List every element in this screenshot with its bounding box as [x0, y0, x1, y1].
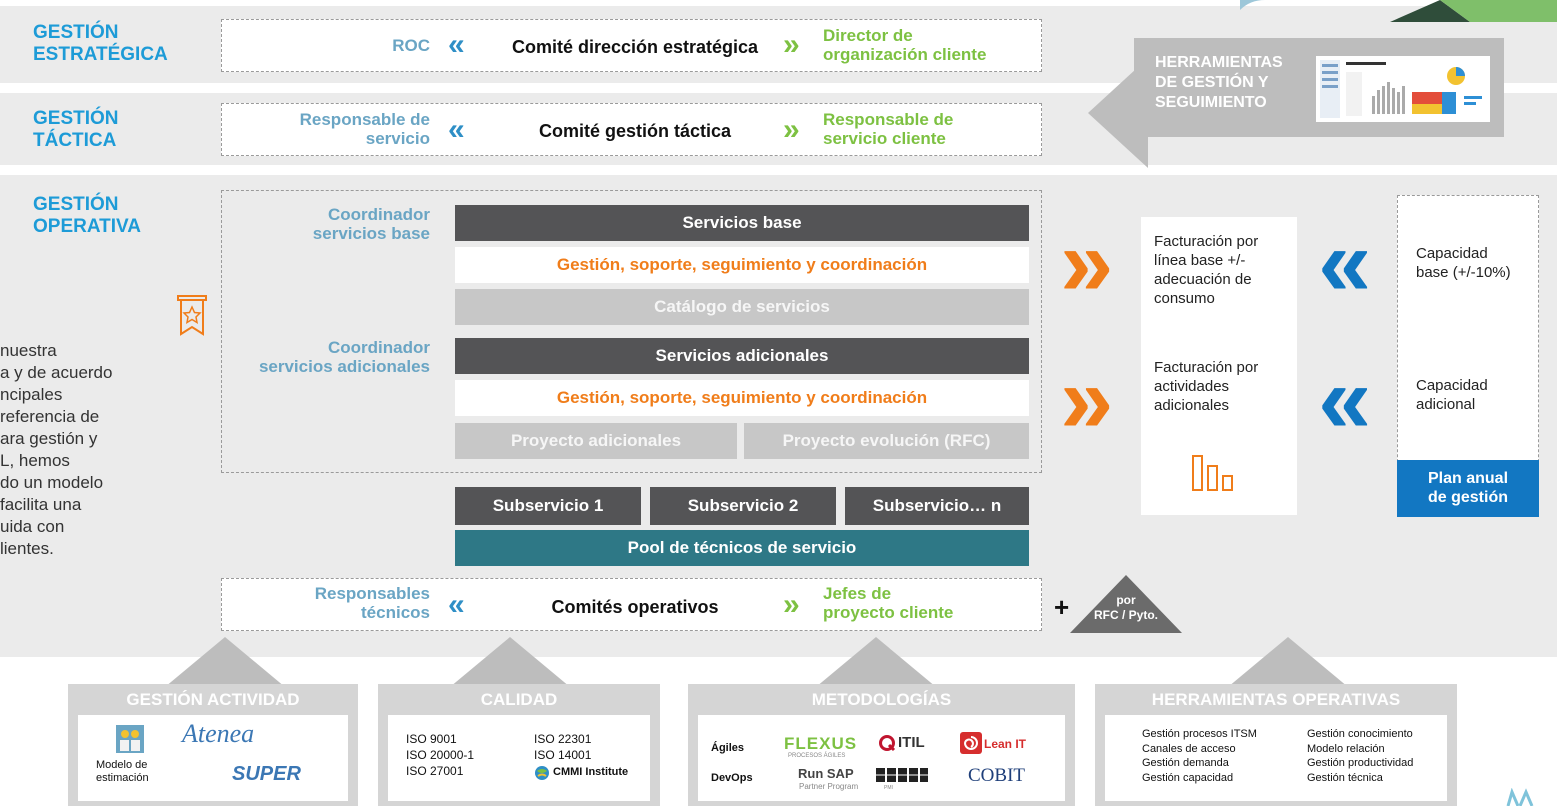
- left-arrow-icon: [1088, 58, 1148, 168]
- devops-label: DevOps: [711, 772, 753, 784]
- plus-sign: +: [1054, 592, 1070, 622]
- subservicio-2-bar: Subservicio 2: [650, 487, 836, 525]
- bar-chart-icon: [1192, 455, 1233, 491]
- metodologias-title: METODOLOGÍAS: [811, 690, 952, 709]
- tactical-committee-box: [221, 103, 1042, 156]
- agiles-label: Ágiles: [711, 742, 745, 754]
- strategic-committee-box: [221, 19, 1042, 72]
- facturacion-adicional-text: Facturación por actividades adicionales: [1154, 359, 1259, 414]
- runsap-logo: Run SAP: [798, 766, 854, 781]
- chevron-right-icon: »: [783, 113, 800, 146]
- pmi-label: PMI: [884, 785, 893, 791]
- servicios-adicionales-bar: Servicios adicionales: [455, 338, 1029, 374]
- herramientas-col2: Gestión conocimiento Modelo relación Ges…: [1307, 728, 1414, 784]
- pool-tecnicos-bar: Pool de técnicos de servicio: [455, 530, 1029, 566]
- leanit-logo: Lean IT: [984, 737, 1027, 751]
- metodologias-inner: Ágiles DevOps FLEXUS PROCESOS ÁGILES Run…: [698, 715, 1065, 801]
- up-arrow-icon: [165, 637, 285, 687]
- herramientas-gestion-label: HERRAMIENTAS DE GESTIÓN Y SEGUIMIENTO: [1155, 54, 1283, 111]
- gestion-base-bar: Gestión, soporte, seguimiento y coordina…: [455, 247, 1029, 283]
- dashboard-thumbnail-icon: [1316, 56, 1490, 122]
- herramientas-operativas-inner: Gestión procesos ITSM Canales de acceso …: [1105, 715, 1447, 801]
- pmi-logo-icon: [874, 765, 930, 787]
- subservicio-1-bar: Subservicio 1: [455, 487, 641, 525]
- proyecto-adicionales-bar: Proyecto adicionales: [455, 423, 737, 459]
- cmmi-logo: CMMI Institute: [553, 766, 629, 778]
- gestion-actividad-inner: Modelo de estimación Atenea SUPER: [78, 715, 348, 801]
- catalogo-servicios-bar: Catálogo de servicios: [455, 289, 1029, 325]
- runsap-sublabel: Partner Program: [799, 782, 859, 791]
- flexus-logo: FLEXUS: [784, 734, 858, 753]
- facturacion-base-text: Facturación por línea base +/- adecuació…: [1154, 233, 1259, 307]
- chevron-left-icon: «: [1318, 346, 1372, 453]
- atenea-logo: Atenea: [182, 719, 255, 748]
- triangle-shape: [1070, 575, 1182, 633]
- chevron-left-icon: «: [448, 28, 465, 61]
- leanit-swirl-icon: [960, 732, 982, 754]
- person-icon: [116, 725, 144, 753]
- operational-committee: Comités operativos: [551, 597, 719, 617]
- level-estrategica-title: GESTIÓN ESTRATÉGICA: [33, 22, 168, 65]
- level-operativa-title: GESTIÓN OPERATIVA: [33, 194, 142, 237]
- gestion-actividad-title: GESTIÓN ACTIVIDAD: [126, 690, 300, 709]
- coordinator-additional-role: Coordinador servicios adicionales: [258, 338, 430, 376]
- operational-committee-box: [221, 578, 1042, 631]
- servicios-base-bar: Servicios base: [455, 205, 1029, 241]
- flexus-sublabel: PROCESOS ÁGILES: [788, 753, 846, 759]
- calidad-col2: ISO 22301 ISO 14001: [534, 732, 592, 762]
- calidad-col1: ISO 9001 ISO 20000-1 ISO 27001: [406, 732, 475, 778]
- herramientas-operativas-box: HERRAMIENTAS OPERATIVAS Gestión procesos…: [1095, 684, 1457, 806]
- decorative-corner-shape: [1240, 0, 1557, 22]
- itil-q-icon: [879, 735, 896, 752]
- calidad-inner: ISO 9001 ISO 20000-1 ISO 27001 ISO 22301…: [388, 715, 650, 801]
- operational-services-box: [221, 190, 1042, 473]
- herramientas-col1: Gestión procesos ITSM Canales de acceso …: [1142, 728, 1257, 784]
- chevron-left-icon: «: [448, 588, 465, 621]
- coordinator-base-role: Coordinador servicios base: [312, 205, 430, 243]
- tactical-right-role: Responsable de servicio cliente: [823, 110, 954, 148]
- gestion-actividad-box: GESTIÓN ACTIVIDAD Modelo de estimación A…: [68, 684, 358, 806]
- strategic-left-role: ROC: [392, 36, 430, 55]
- chevron-left-icon: «: [1318, 209, 1372, 316]
- itil-logo: ITIL: [898, 734, 925, 751]
- chevron-right-icon: »: [1060, 346, 1114, 453]
- modelo-estimacion-label: Modelo de estimación: [96, 759, 149, 784]
- super-logo: SUPER: [232, 763, 301, 785]
- cmmi-globe-icon: [535, 766, 549, 780]
- tactical-committee: Comité gestión táctica: [538, 121, 732, 141]
- gestion-adicionales-bar: Gestión, soporte, seguimiento y coordina…: [455, 380, 1029, 416]
- tactical-left-role: Responsable de servicio: [299, 110, 430, 148]
- capacidad-base-text: Capacidad base (+/-10%): [1416, 245, 1511, 281]
- triangle-label: por RFC / Pyto.: [1093, 593, 1158, 622]
- up-arrow-icon: [816, 637, 936, 687]
- proyecto-evolucion-bar: Proyecto evolución (RFC): [744, 423, 1029, 459]
- decorative-corner-mark: [1506, 788, 1534, 806]
- operational-left-role: Responsables técnicos: [314, 584, 430, 622]
- chevron-right-icon: »: [1060, 209, 1114, 316]
- plan-anual-label: Plan anual de gestión: [1427, 470, 1509, 506]
- calidad-title: CALIDAD: [480, 690, 558, 709]
- cobit-logo: COBIT: [968, 765, 1025, 786]
- metodologias-box: METODOLOGÍAS Ágiles DevOps FLEXUS PROCES…: [688, 684, 1075, 806]
- award-icon: [177, 295, 207, 336]
- up-arrow-icon: [450, 637, 570, 687]
- herramientas-operativas-title: HERRAMIENTAS OPERATIVAS: [1151, 690, 1401, 709]
- calidad-box: CALIDAD ISO 9001 ISO 20000-1 ISO 27001 I…: [378, 684, 660, 806]
- chevron-left-icon: «: [448, 113, 465, 146]
- capacidad-adicional-text: Capacidad adicional: [1416, 377, 1488, 413]
- chevron-right-icon: »: [783, 28, 800, 61]
- strategic-right-role: Director de organización cliente: [823, 26, 987, 64]
- side-description-text: nuestra a y de acuerdo ncipales referenc…: [0, 341, 113, 558]
- strategic-committee: Comité dirección estratégica: [511, 37, 759, 57]
- facturacion-panel: [1141, 217, 1297, 515]
- level-tactica-title: GESTIÓN TÁCTICA: [33, 108, 119, 151]
- plan-anual-box: [1397, 460, 1539, 517]
- subservicio-n-bar: Subservicio… n: [845, 487, 1029, 525]
- chevron-right-icon: »: [783, 588, 800, 621]
- operational-right-role: Jefes de proyecto cliente: [823, 584, 954, 622]
- up-arrow-icon: [1228, 637, 1348, 687]
